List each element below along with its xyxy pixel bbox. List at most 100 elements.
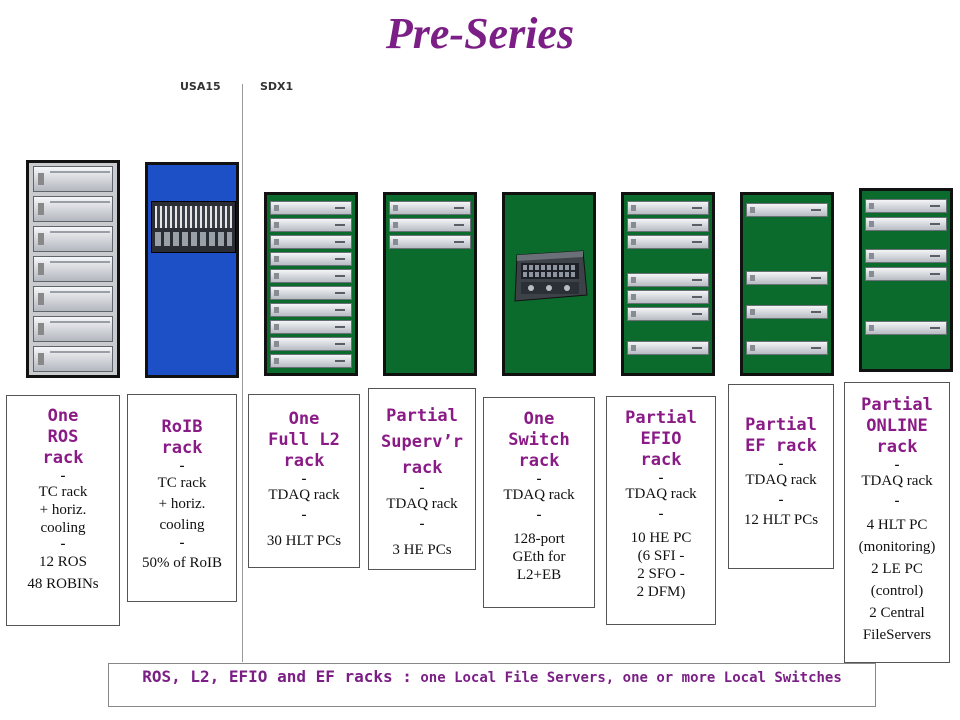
rack-type: TDAQ rack <box>745 472 817 488</box>
separator-dash: - <box>778 456 784 472</box>
rack-type: TDAQ rack <box>386 496 458 512</box>
rack-unit <box>33 346 113 372</box>
full-l2-rack-illustration <box>264 192 358 376</box>
rack-unit <box>33 226 113 252</box>
separator-dash: - <box>301 471 307 487</box>
separator-dash: - <box>536 507 542 523</box>
rack-unit <box>389 235 471 249</box>
supervisor-rack-illustration <box>383 192 477 376</box>
separator-dash: - <box>60 536 66 552</box>
separator-dash: - <box>419 480 425 496</box>
ef-rack-illustration <box>740 192 834 376</box>
separator-dash: - <box>894 493 900 509</box>
rack-unit <box>627 341 709 355</box>
rack-content: 10 HE PC (6 SFI - 2 SFO - 2 DFM) <box>630 530 692 600</box>
online-rack-illustration <box>859 188 953 372</box>
rack-unit <box>865 249 947 263</box>
rack-unit <box>389 201 471 215</box>
rack-unit <box>865 321 947 335</box>
separator-dash: - <box>658 506 664 522</box>
rack-unit <box>33 256 113 282</box>
rack-unit <box>270 303 352 317</box>
rack-unit <box>270 235 352 249</box>
rack-unit <box>270 269 352 283</box>
supervisor-rack-box: Partial Superv’r rack - TDAQ rack - 3 HE… <box>368 388 476 570</box>
rack-unit <box>627 307 709 321</box>
rack-content: 12 ROS 48 ROBINs <box>27 554 99 592</box>
rack-content: 30 HLT PCs <box>266 533 342 549</box>
rack-title: RoIB rack <box>161 417 203 458</box>
rack-unit <box>389 218 471 232</box>
zone-divider <box>242 84 243 662</box>
switch-rack-box: One Switch rack - TDAQ rack - 128-port G… <box>483 397 595 608</box>
rack-unit <box>746 305 828 319</box>
rack-unit <box>865 217 947 231</box>
rack-unit <box>627 235 709 249</box>
rack-unit <box>270 286 352 300</box>
rack-unit <box>33 166 113 192</box>
separator-dash: - <box>179 458 185 474</box>
rack-title: One ROS rack <box>42 406 84 468</box>
rack-unit <box>270 320 352 334</box>
switch-rack-illustration <box>502 192 596 376</box>
rack-unit <box>33 286 113 312</box>
efio-rack-illustration <box>621 192 715 376</box>
rack-type: TDAQ rack <box>625 486 697 502</box>
rack-title: Partial EFIO rack <box>625 408 697 470</box>
rack-unit <box>270 218 352 232</box>
rack-title: One Full L2 rack <box>268 409 340 471</box>
online-rack-box: Partial ONLINE rack - TDAQ rack - 4 HLT … <box>844 382 950 663</box>
rack-title: Partial Superv’r rack <box>381 406 463 478</box>
ef-rack-box: Partial EF rack - TDAQ rack - 12 HLT PCs <box>728 384 834 569</box>
network-switch-icon <box>514 250 588 302</box>
rack-unit <box>746 271 828 285</box>
separator-dash: - <box>658 470 664 486</box>
separator-dash: - <box>301 507 307 523</box>
separator-dash: - <box>894 457 900 473</box>
rack-unit <box>270 337 352 351</box>
rack-unit <box>865 199 947 213</box>
summary-note-heading: ROS, L2, EFIO and EF racks : <box>142 667 412 686</box>
rack-unit <box>746 203 828 217</box>
rack-unit <box>627 201 709 215</box>
rack-unit <box>33 316 113 342</box>
rack-content: 128-port GEth for L2+EB <box>512 531 566 583</box>
summary-note-text: one Local File Servers, one or more Loca… <box>411 670 842 686</box>
roib-rack-illustration <box>145 162 239 378</box>
zone-label-sdx1: SDX1 <box>260 80 294 93</box>
rack-title: One Switch rack <box>508 409 570 471</box>
rack-type: TDAQ rack <box>268 487 340 503</box>
rack-content: 4 HLT PC (monitoring) 2 LE PC (control) … <box>858 517 936 643</box>
rack-unit <box>270 252 352 266</box>
rack-content: 50% of RoIB <box>142 555 222 571</box>
roib-rack-box: RoIB rack - TC rack + horiz. cooling - 5… <box>127 394 237 602</box>
ros-rack-illustration <box>26 160 120 378</box>
rack-type: TC rack + horiz. cooling <box>157 475 207 533</box>
rack-type: TDAQ rack <box>503 487 575 503</box>
ros-rack-box: One ROS rack - TC rack + horiz. cooling … <box>6 395 120 626</box>
zone-label-usa15: USA15 <box>180 80 221 93</box>
rack-unit <box>33 196 113 222</box>
full-l2-rack-box: One Full L2 rack - TDAQ rack - 30 HLT PC… <box>248 394 360 568</box>
rack-type: TC rack + horiz. cooling <box>38 484 88 536</box>
roib-chassis <box>151 201 236 253</box>
separator-dash: - <box>419 516 425 532</box>
separator-dash: - <box>60 468 66 484</box>
rack-unit <box>865 267 947 281</box>
rack-content: 12 HLT PCs <box>743 512 819 528</box>
separator-dash: - <box>179 535 185 551</box>
rack-unit <box>627 290 709 304</box>
rack-title: Partial EF rack <box>745 415 817 456</box>
rack-unit <box>746 341 828 355</box>
rack-type: TDAQ rack <box>861 473 933 489</box>
separator-dash: - <box>778 492 784 508</box>
rack-unit <box>627 218 709 232</box>
rack-unit <box>270 354 352 368</box>
rack-content: 3 HE PCs <box>392 542 452 558</box>
rack-title: Partial ONLINE rack <box>861 395 933 457</box>
efio-rack-box: Partial EFIO rack - TDAQ rack - 10 HE PC… <box>606 396 716 625</box>
rack-unit <box>270 201 352 215</box>
rack-unit <box>627 273 709 287</box>
separator-dash: - <box>536 471 542 487</box>
slide-title: Pre-Series <box>385 9 575 58</box>
